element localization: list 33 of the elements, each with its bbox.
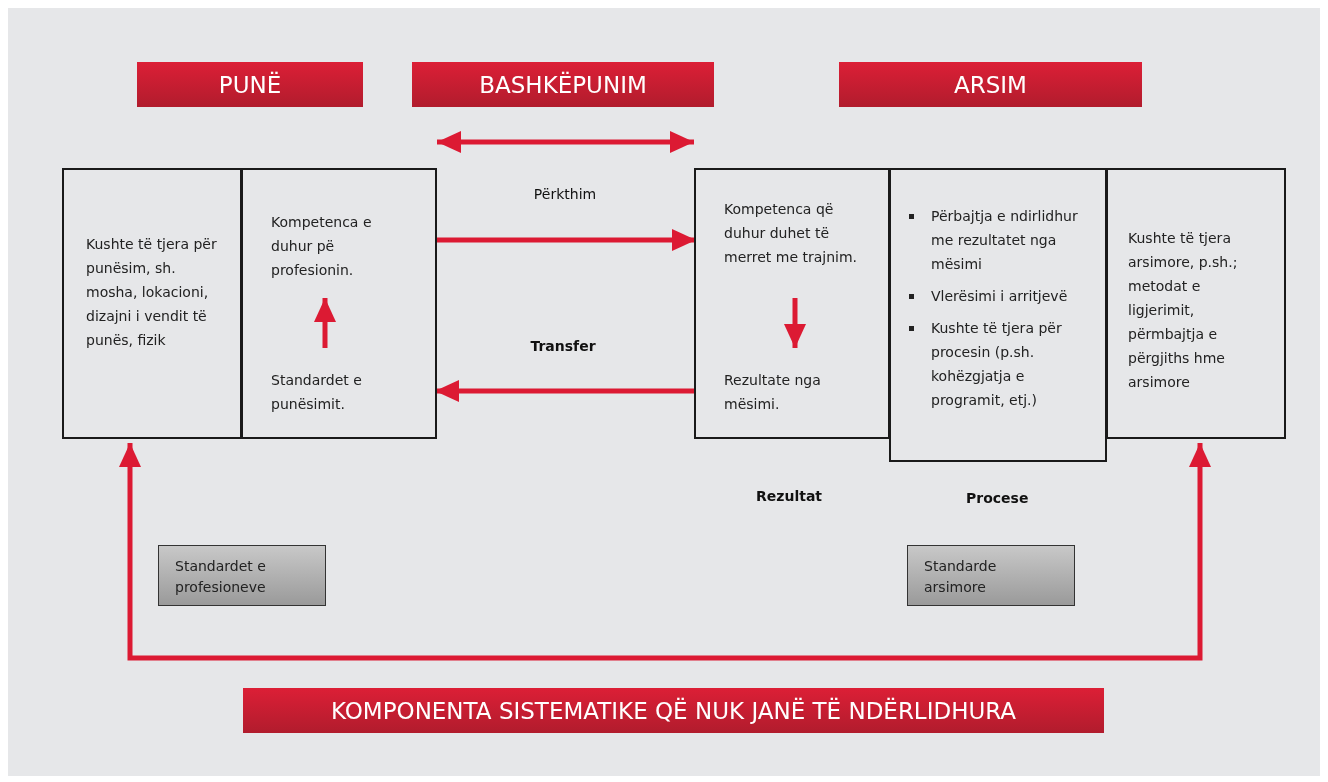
arrow — [437, 131, 694, 153]
standard-box — [907, 545, 1075, 606]
content-box — [241, 168, 437, 439]
box-text: Standardet e punësimit. — [271, 371, 363, 414]
arrow — [784, 298, 806, 348]
box-text: Kushte të tjera për punësim, sh. mosha, lokacioni, dizajni i vendit të punës, fizik — [86, 235, 218, 350]
arrow — [435, 229, 696, 251]
edge-label: Transfer — [528, 338, 598, 354]
title-banner — [839, 62, 1142, 107]
box-text: Rezultate nga mësimi. — [724, 371, 822, 414]
title-banner — [137, 62, 363, 107]
box-text: Kushte të tjera arsimore, p.sh.; metodat e ligjerimit, përmbajtja e përgjiths hme arsimore — [1128, 229, 1239, 392]
arrow — [119, 443, 1211, 661]
title-banner — [412, 62, 714, 107]
content-box — [1106, 168, 1286, 439]
content-box — [62, 168, 242, 439]
banner-text: KOMPONENTA SISTEMATIKE QË NUK JANË TË NDËRLIDHURA — [330, 696, 1017, 725]
caption-text: Procese — [966, 490, 1029, 506]
banner-text: BASHKËPUNIM — [479, 70, 647, 99]
banner-text: ARSIM — [954, 70, 1027, 99]
caption-text: Rezultat — [756, 488, 823, 504]
box-text: Standardet e profesioneve — [175, 557, 267, 597]
box-text: Kompetenca e duhur pë profesionin. — [271, 213, 373, 280]
bullet-item: Kushte të tjera për procesin (p.sh. kohëzgjatja e programit, etj.) — [931, 320, 1062, 408]
bullet-item: Përbajtja e ndirlidhur me rezultatet nga mësimi — [931, 208, 1078, 272]
banner-text: PUNË — [218, 70, 282, 99]
arrow — [435, 380, 696, 402]
box-text: Standarde arsimore — [924, 557, 998, 597]
bullet-item: Vlerësimi i arritjevë — [931, 288, 1068, 304]
box-text: Kompetenca që duhur duhet të merret me trajnim. — [724, 200, 859, 267]
standard-box — [158, 545, 326, 606]
title-banner — [243, 688, 1104, 733]
arrow — [314, 298, 336, 348]
